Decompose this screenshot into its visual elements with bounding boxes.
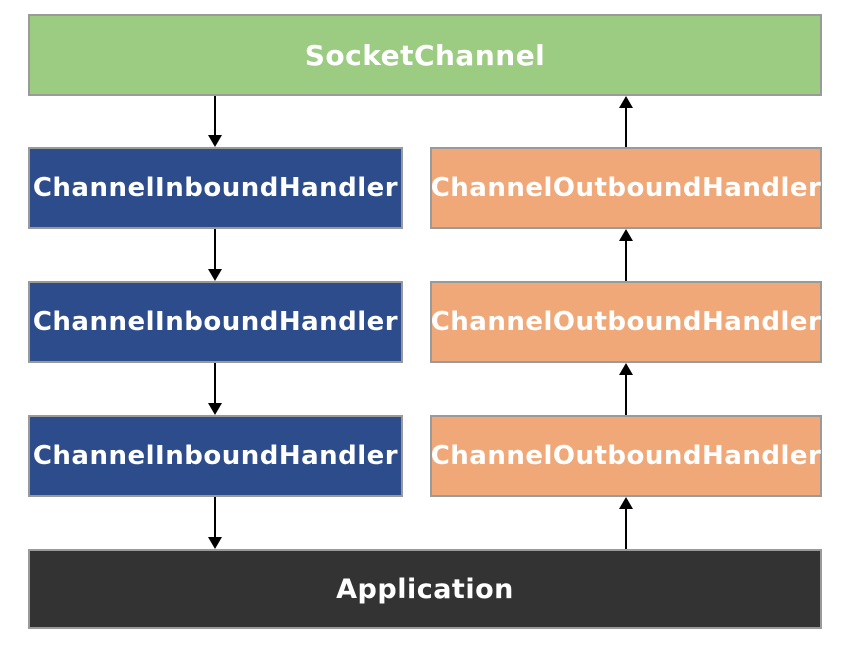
channel-inbound-handler-label: ChannelInboundHandler: [32, 173, 399, 203]
channel-inbound-handler-box-3: ChannelInboundHandler: [28, 415, 403, 497]
channel-inbound-handler-box-1: ChannelInboundHandler: [28, 147, 403, 229]
arrow-line: [625, 101, 627, 147]
socketchannel-box: SocketChannel: [28, 14, 822, 96]
arrow-line: [214, 229, 216, 276]
arrow-down-icon: [208, 497, 222, 549]
arrow-up-icon: [619, 96, 633, 147]
channel-outbound-handler-label: ChannelOutboundHandler: [430, 173, 822, 203]
arrow-up-icon: [619, 363, 633, 415]
arrow-down-icon: [208, 363, 222, 415]
channel-outbound-handler-label: ChannelOutboundHandler: [430, 307, 822, 337]
arrow-line: [625, 368, 627, 415]
arrow-head: [208, 403, 222, 415]
channel-outbound-handler-box-1: ChannelOutboundHandler: [430, 147, 822, 229]
application-box: Application: [28, 549, 822, 629]
arrow-down-icon: [208, 96, 222, 147]
arrow-line: [625, 234, 627, 281]
channel-inbound-handler-label: ChannelInboundHandler: [32, 307, 399, 337]
application-label: Application: [336, 573, 514, 605]
arrow-head: [619, 96, 633, 108]
arrow-line: [214, 497, 216, 544]
arrow-line: [214, 363, 216, 410]
socketchannel-label: SocketChannel: [304, 38, 546, 72]
channel-inbound-handler-box-2: ChannelInboundHandler: [28, 281, 403, 363]
arrow-head: [619, 229, 633, 241]
arrow-head: [208, 537, 222, 549]
channel-outbound-handler-label: ChannelOutboundHandler: [430, 441, 822, 471]
arrow-line: [214, 96, 216, 142]
channel-inbound-handler-label: ChannelInboundHandler: [32, 441, 399, 471]
arrow-head: [208, 135, 222, 147]
channel-outbound-handler-box-2: ChannelOutboundHandler: [430, 281, 822, 363]
arrow-head: [619, 363, 633, 375]
channel-outbound-handler-box-3: ChannelOutboundHandler: [430, 415, 822, 497]
arrow-head: [619, 497, 633, 509]
arrow-line: [625, 502, 627, 549]
arrow-head: [208, 269, 222, 281]
arrow-up-icon: [619, 229, 633, 281]
arrow-up-icon: [619, 497, 633, 549]
arrow-down-icon: [208, 229, 222, 281]
